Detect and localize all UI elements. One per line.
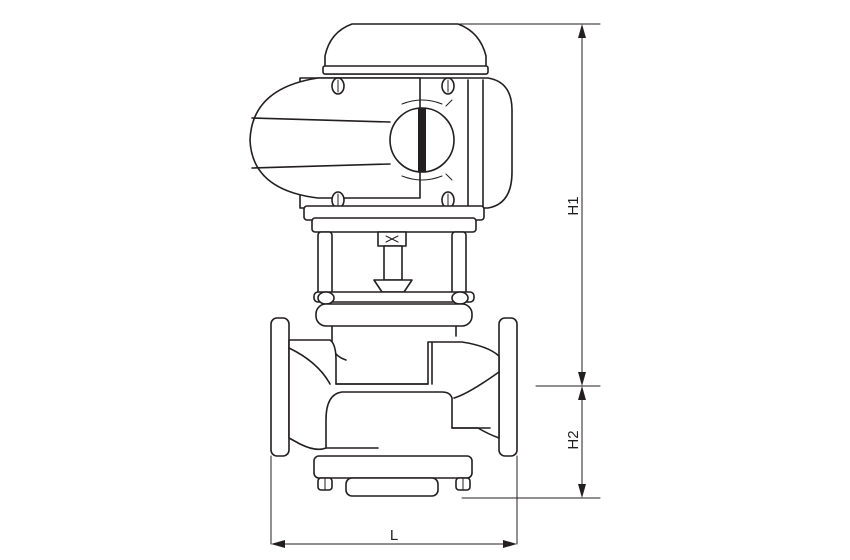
body-outline xyxy=(288,339,500,451)
position-indicator xyxy=(389,99,455,181)
l-label: L xyxy=(390,527,398,544)
actuator-cover-rim xyxy=(322,65,489,75)
bottom-bolts xyxy=(317,477,471,491)
l-dimension xyxy=(271,540,517,548)
actuator-motor xyxy=(249,77,421,199)
inlet-flange xyxy=(270,317,290,457)
valve-stem xyxy=(373,231,413,297)
bottom-cap xyxy=(345,477,439,497)
actuator-bolts xyxy=(331,77,455,209)
h1-dimension xyxy=(578,24,586,386)
actuator xyxy=(249,23,513,221)
yoke-pillar-left xyxy=(317,231,333,295)
yoke xyxy=(311,217,477,305)
valve-body xyxy=(270,317,518,497)
h2-label: H2 xyxy=(565,430,582,449)
actuator-top-cover xyxy=(324,23,487,75)
yoke-pillar-right xyxy=(451,231,467,295)
bottom-flange xyxy=(313,455,473,479)
outlet-flange xyxy=(498,317,518,457)
h2-dimension xyxy=(578,386,586,498)
dimension-lines xyxy=(270,23,601,548)
h1-label: H1 xyxy=(565,196,582,215)
